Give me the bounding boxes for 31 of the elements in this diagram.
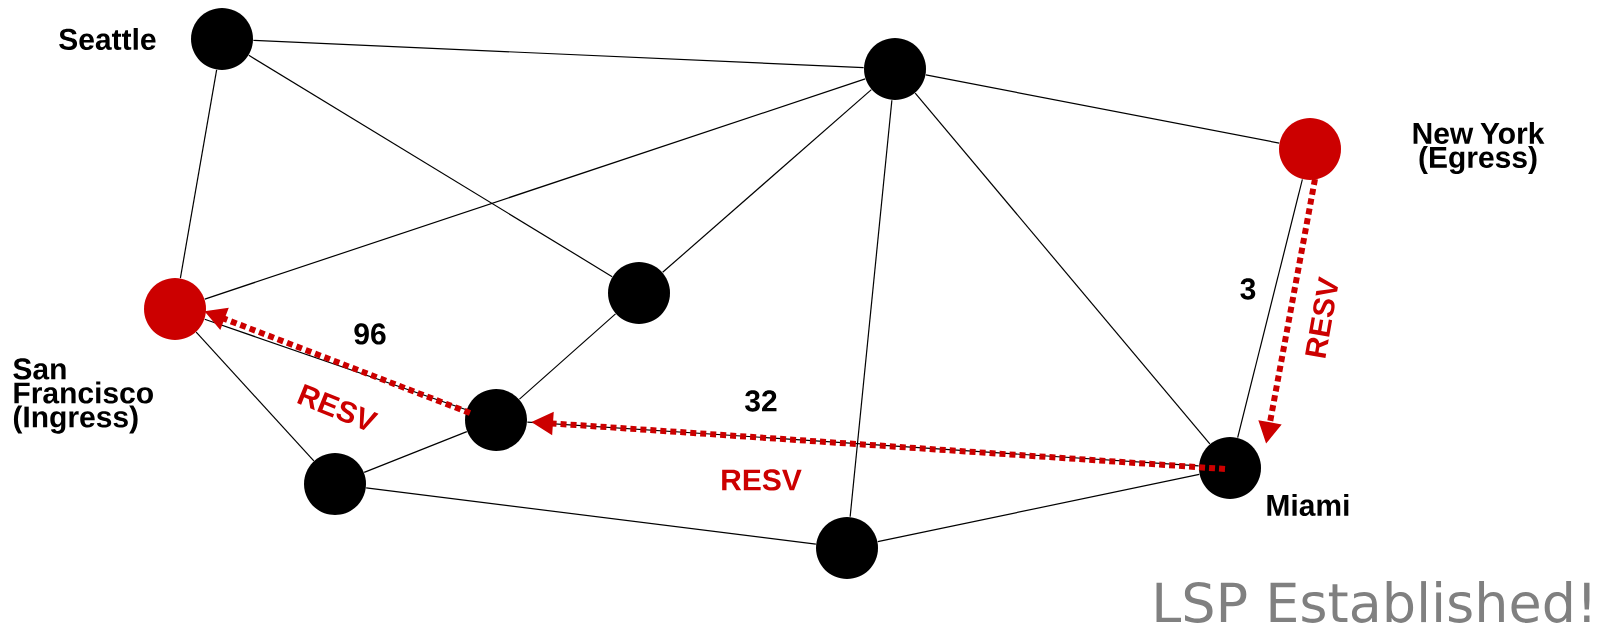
router-circle xyxy=(864,38,926,100)
link-line xyxy=(252,39,865,69)
router-circle xyxy=(304,453,366,515)
link-line xyxy=(179,69,218,279)
link-line xyxy=(849,99,893,518)
edge-label: RESV xyxy=(1302,273,1342,363)
city-label: Miami xyxy=(1267,494,1349,516)
edge-label: 3 xyxy=(1237,276,1259,302)
edge-label: 96 xyxy=(351,321,389,347)
city-label: Seattle xyxy=(59,28,156,50)
link-line xyxy=(1237,178,1303,439)
link-line xyxy=(363,431,468,473)
city-label: New York (Egress) xyxy=(1413,121,1545,175)
link-line xyxy=(248,54,613,278)
city-label: San Francisco (Ingress) xyxy=(13,358,153,434)
router-circle xyxy=(465,389,527,451)
link-line xyxy=(365,487,817,545)
router-circle xyxy=(608,262,670,324)
link-line xyxy=(518,313,617,400)
link-line xyxy=(925,74,1280,144)
link-line xyxy=(662,89,872,273)
link-line xyxy=(877,473,1200,543)
router-circle xyxy=(816,517,878,579)
status-note: LSP Established! xyxy=(1156,581,1590,623)
edge-label: 32 xyxy=(742,388,780,414)
link-line xyxy=(204,318,467,411)
link-line xyxy=(204,78,866,300)
edge-label: RESV xyxy=(718,467,804,493)
link-line xyxy=(195,331,315,462)
edge-label: RESV xyxy=(292,380,382,436)
link-line xyxy=(914,92,1211,445)
